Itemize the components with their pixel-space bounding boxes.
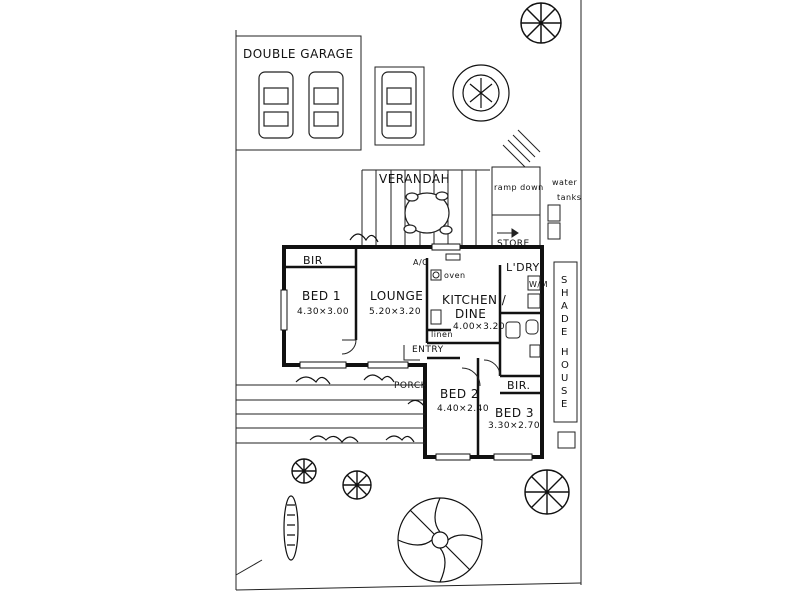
svg-text:H: H [561, 288, 569, 299]
hedge-icon [283, 495, 299, 561]
lounge-dimension: 5.20×3.20 [369, 307, 421, 317]
laundry-label: L'DRY [506, 261, 540, 274]
carport [374, 66, 425, 146]
plant-icon [520, 2, 562, 44]
wm-label: W/M [529, 280, 548, 289]
verandah-label: VERANDAH [379, 172, 450, 186]
windows [280, 243, 533, 461]
svg-text:E: E [561, 327, 567, 338]
watertanks-label-2: tanks [557, 193, 581, 202]
bed3-dimension: 3.30×2.70 [488, 421, 540, 431]
garage-label: DOUBLE GARAGE [243, 47, 354, 61]
bed3-label: BED 3 [495, 406, 534, 420]
tree-icon [397, 497, 483, 583]
rampdown-label: ramp down [494, 183, 544, 192]
svg-text:S: S [561, 275, 567, 286]
kitchen-label-1: KITCHEN / [442, 293, 507, 307]
watertanks-label-1: water [552, 178, 578, 187]
svg-text:E: E [561, 399, 567, 410]
bed2-label: BED 2 [440, 387, 479, 401]
plant-icon [342, 470, 372, 500]
shadehouse-label: S H A D E H O U S E [561, 275, 569, 410]
porch-label: PORCH [394, 381, 428, 391]
svg-text:H: H [561, 347, 569, 358]
shrub-icon [295, 233, 425, 443]
plant-icon [452, 64, 510, 122]
water-tank-icon [547, 204, 561, 240]
kitchen-dimension: 4.00×3.20 [453, 322, 505, 332]
bed2-dimension: 4.40×2.40 [437, 404, 489, 414]
door-swings [341, 339, 501, 387]
car-icon [258, 71, 294, 139]
lounge-label: LOUNGE [370, 289, 423, 303]
outdoor-table-icon [403, 191, 453, 235]
kitchen-label-2: DINE [455, 307, 486, 321]
oven-label: oven [444, 271, 466, 280]
svg-text:D: D [561, 314, 569, 325]
car-icon [381, 71, 417, 139]
bed1-dimension: 4.30×3.00 [297, 307, 349, 317]
ac-label: A/C [413, 258, 428, 267]
house-walls [282, 245, 544, 459]
double-garage: DOUBLE GARAGE [235, 35, 362, 151]
ramp [491, 129, 541, 248]
store-label: STORE [497, 239, 530, 249]
car-icon [308, 71, 344, 139]
svg-text:O: O [561, 360, 569, 371]
bir-bottom-label: BIR. [507, 379, 531, 392]
porch-steps [236, 384, 425, 444]
svg-text:U: U [561, 373, 568, 384]
bed1-label: BED 1 [302, 289, 341, 303]
interior-walls [286, 247, 542, 457]
entry-label: ENTRY [412, 345, 444, 355]
bir-top-label: BIR [303, 254, 323, 267]
svg-text:A: A [561, 301, 568, 312]
shade-house [553, 261, 578, 449]
kitchen-fixtures [430, 253, 541, 358]
plant-icon [291, 458, 317, 484]
svg-text:S: S [561, 386, 567, 397]
linen-label: linen [431, 330, 453, 339]
plant-icon [524, 469, 570, 515]
